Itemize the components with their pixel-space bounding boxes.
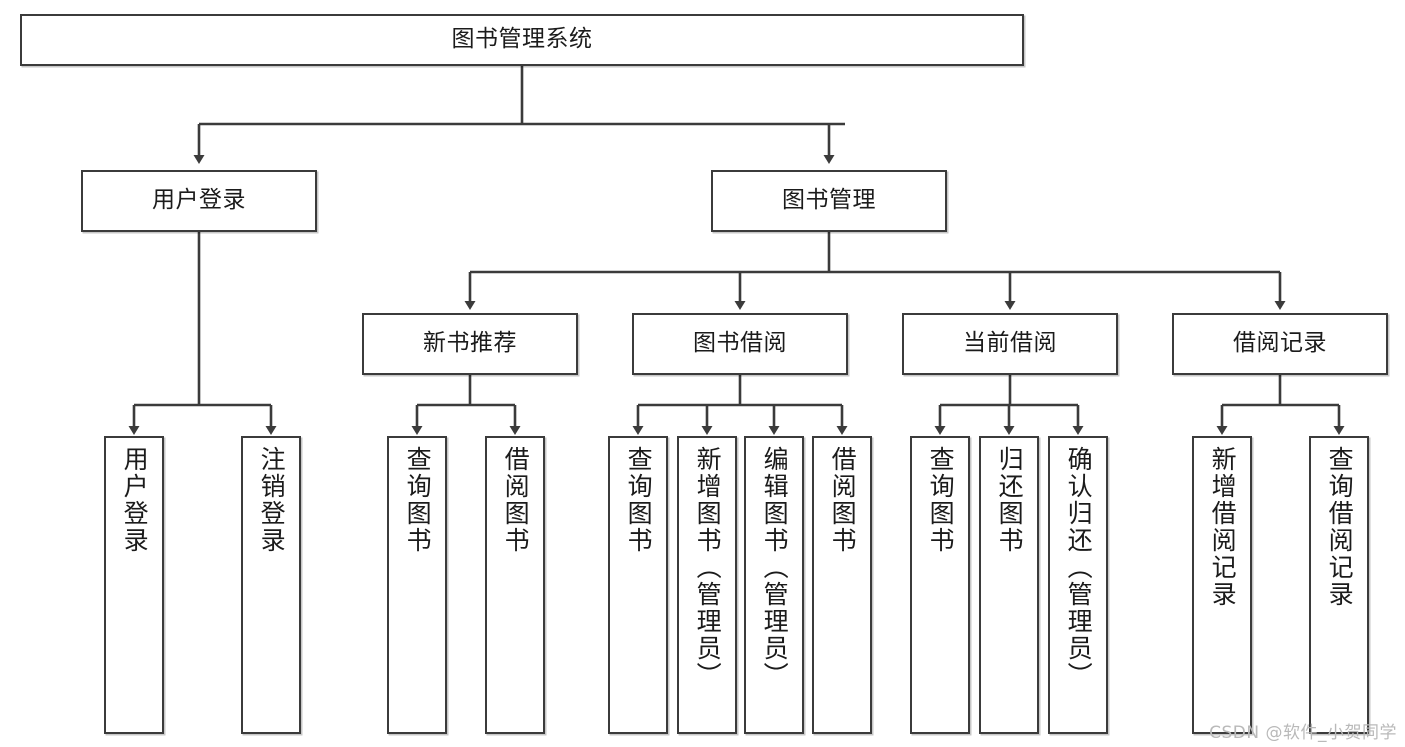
- node-label: 查询图书: [926, 446, 956, 554]
- node-label: 新增借阅记录: [1208, 446, 1238, 608]
- node-label: 借阅图书: [828, 446, 858, 554]
- watermark: CSDN @软件_小贺同学: [1209, 723, 1397, 743]
- node-root-system[interactable]: 图书管理系统: [20, 14, 1024, 66]
- node-label: 查询图书: [624, 446, 654, 554]
- node-label: 查询图书: [403, 446, 433, 554]
- node-borrow-record[interactable]: 借阅记录: [1172, 313, 1388, 375]
- leaf-book-borrow-edit[interactable]: 编辑图书（管理员）: [744, 436, 804, 734]
- leaf-user-login-login[interactable]: 用户登录: [104, 436, 164, 734]
- node-label: 用户登录: [120, 446, 150, 554]
- node-label: 借阅记录: [1233, 330, 1327, 357]
- node-label: 当前借阅: [963, 330, 1057, 357]
- node-label: 查询借阅记录: [1325, 446, 1355, 608]
- node-label: 归还图书: [995, 446, 1025, 554]
- node-new-book-recommend[interactable]: 新书推荐: [362, 313, 578, 375]
- leaf-new-book-query[interactable]: 查询图书: [387, 436, 447, 734]
- leaf-book-borrow-query[interactable]: 查询图书: [608, 436, 668, 734]
- node-label: 编辑图书（管理员）: [760, 446, 790, 689]
- node-label: 图书管理: [782, 187, 876, 214]
- node-label: 新增图书（管理员）: [693, 446, 723, 689]
- node-label: 注销登录: [257, 446, 287, 554]
- leaf-new-book-borrow[interactable]: 借阅图书: [485, 436, 545, 734]
- node-label: 确认归还（管理员）: [1064, 446, 1094, 689]
- leaf-current-borrow-query[interactable]: 查询图书: [910, 436, 970, 734]
- leaf-user-login-logout[interactable]: 注销登录: [241, 436, 301, 734]
- node-label: 新书推荐: [423, 330, 517, 357]
- node-label: 用户登录: [152, 187, 246, 214]
- node-label: 图书管理系统: [451, 26, 593, 53]
- leaf-borrow-record-query[interactable]: 查询借阅记录: [1309, 436, 1369, 734]
- node-book-management[interactable]: 图书管理: [711, 170, 947, 232]
- node-current-borrow[interactable]: 当前借阅: [902, 313, 1118, 375]
- node-label: 借阅图书: [501, 446, 531, 554]
- leaf-current-borrow-return[interactable]: 归还图书: [979, 436, 1039, 734]
- leaf-book-borrow-add[interactable]: 新增图书（管理员）: [677, 436, 737, 734]
- node-user-login[interactable]: 用户登录: [81, 170, 317, 232]
- node-book-borrow[interactable]: 图书借阅: [632, 313, 848, 375]
- leaf-borrow-record-add[interactable]: 新增借阅记录: [1192, 436, 1252, 734]
- node-label: 图书借阅: [693, 330, 787, 357]
- leaf-current-borrow-confirm-return[interactable]: 确认归还（管理员）: [1048, 436, 1108, 734]
- leaf-book-borrow-borrow[interactable]: 借阅图书: [812, 436, 872, 734]
